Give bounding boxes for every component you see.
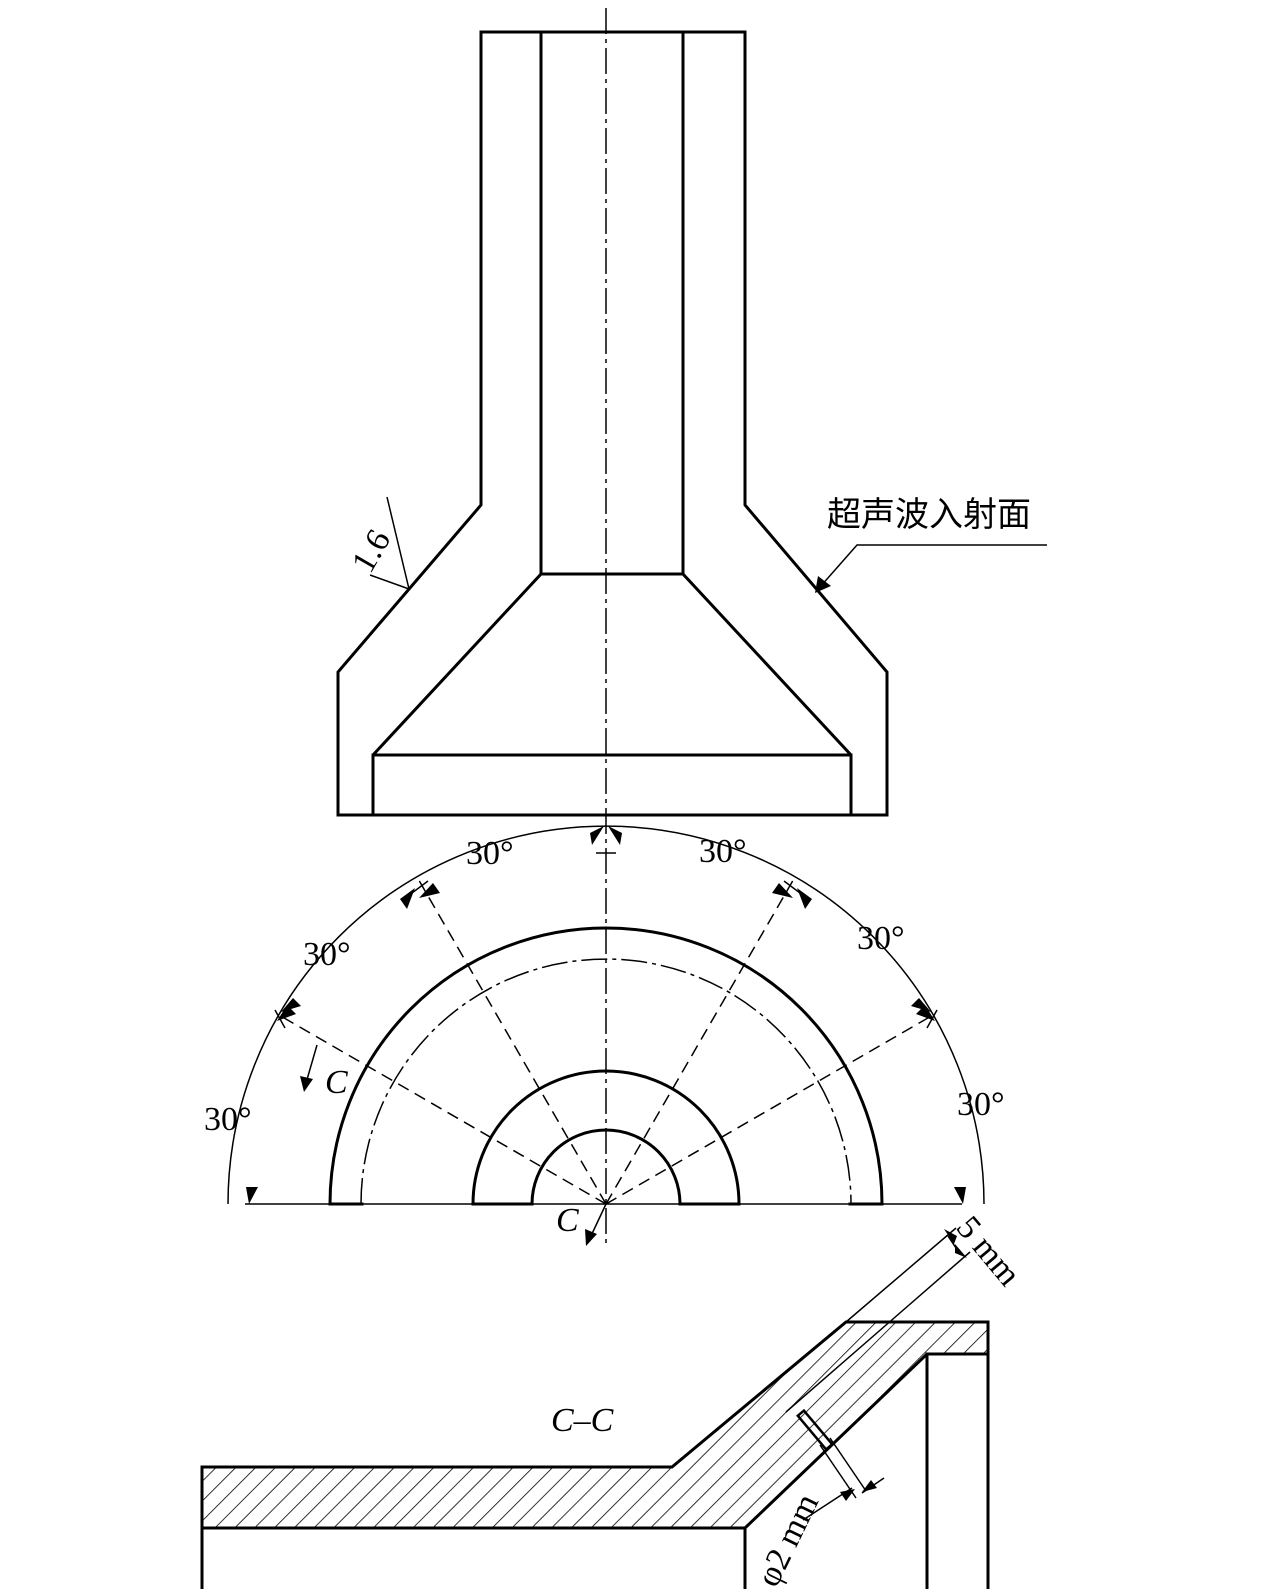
incident-surface-leader <box>819 544 1047 588</box>
part-elevation <box>336 8 889 1245</box>
bore-outline <box>371 30 543 817</box>
roughness-symbol: 1.6 <box>345 496 411 591</box>
inner-arc <box>530 1128 682 1206</box>
angle-label-1: 30° <box>466 835 514 872</box>
angle-label-3: 30° <box>303 936 351 973</box>
bore-outline-right <box>681 30 853 817</box>
section-cut-marker-upper: C <box>300 1044 348 1101</box>
roughness-value: 1.6 <box>345 524 398 579</box>
angle-dimension-arc <box>227 825 985 1205</box>
section-c-c: C–C 5 mm φ2 mm <box>200 1209 1028 1589</box>
incident-surface-label: 超声波入射面 <box>827 495 1031 535</box>
dimension-arrowheads <box>246 826 966 1204</box>
roughness-check-mark <box>369 496 411 591</box>
leader-arrowhead <box>815 576 831 593</box>
angle-label-2: 30° <box>699 833 747 870</box>
outer-arc <box>328 926 884 1206</box>
radial-line-60 <box>605 876 796 1205</box>
middle-arc <box>471 1069 741 1206</box>
ring-plan-view: 30° 30° 30° 30° 30° 30° C C <box>204 825 1005 1246</box>
section-mark-lower: C <box>556 1202 579 1239</box>
angle-label-6: 30° <box>957 1086 1005 1123</box>
pitch-circle <box>360 958 852 1205</box>
angle-label-5: 30° <box>204 1101 252 1138</box>
angle-label-4: 30° <box>857 920 905 957</box>
section-mark-upper: C <box>325 1064 348 1101</box>
side-drilled-hole <box>796 1408 834 1452</box>
incident-surface-callout: 超声波入射面 <box>815 495 1047 593</box>
section-cut-marker-lower: C <box>556 1202 607 1246</box>
section-title: C–C <box>551 1402 614 1439</box>
radial-line-30 <box>605 1014 934 1205</box>
outer-outline <box>336 30 889 817</box>
radial-line-150 <box>278 1014 607 1205</box>
radial-line-120 <box>416 876 607 1205</box>
